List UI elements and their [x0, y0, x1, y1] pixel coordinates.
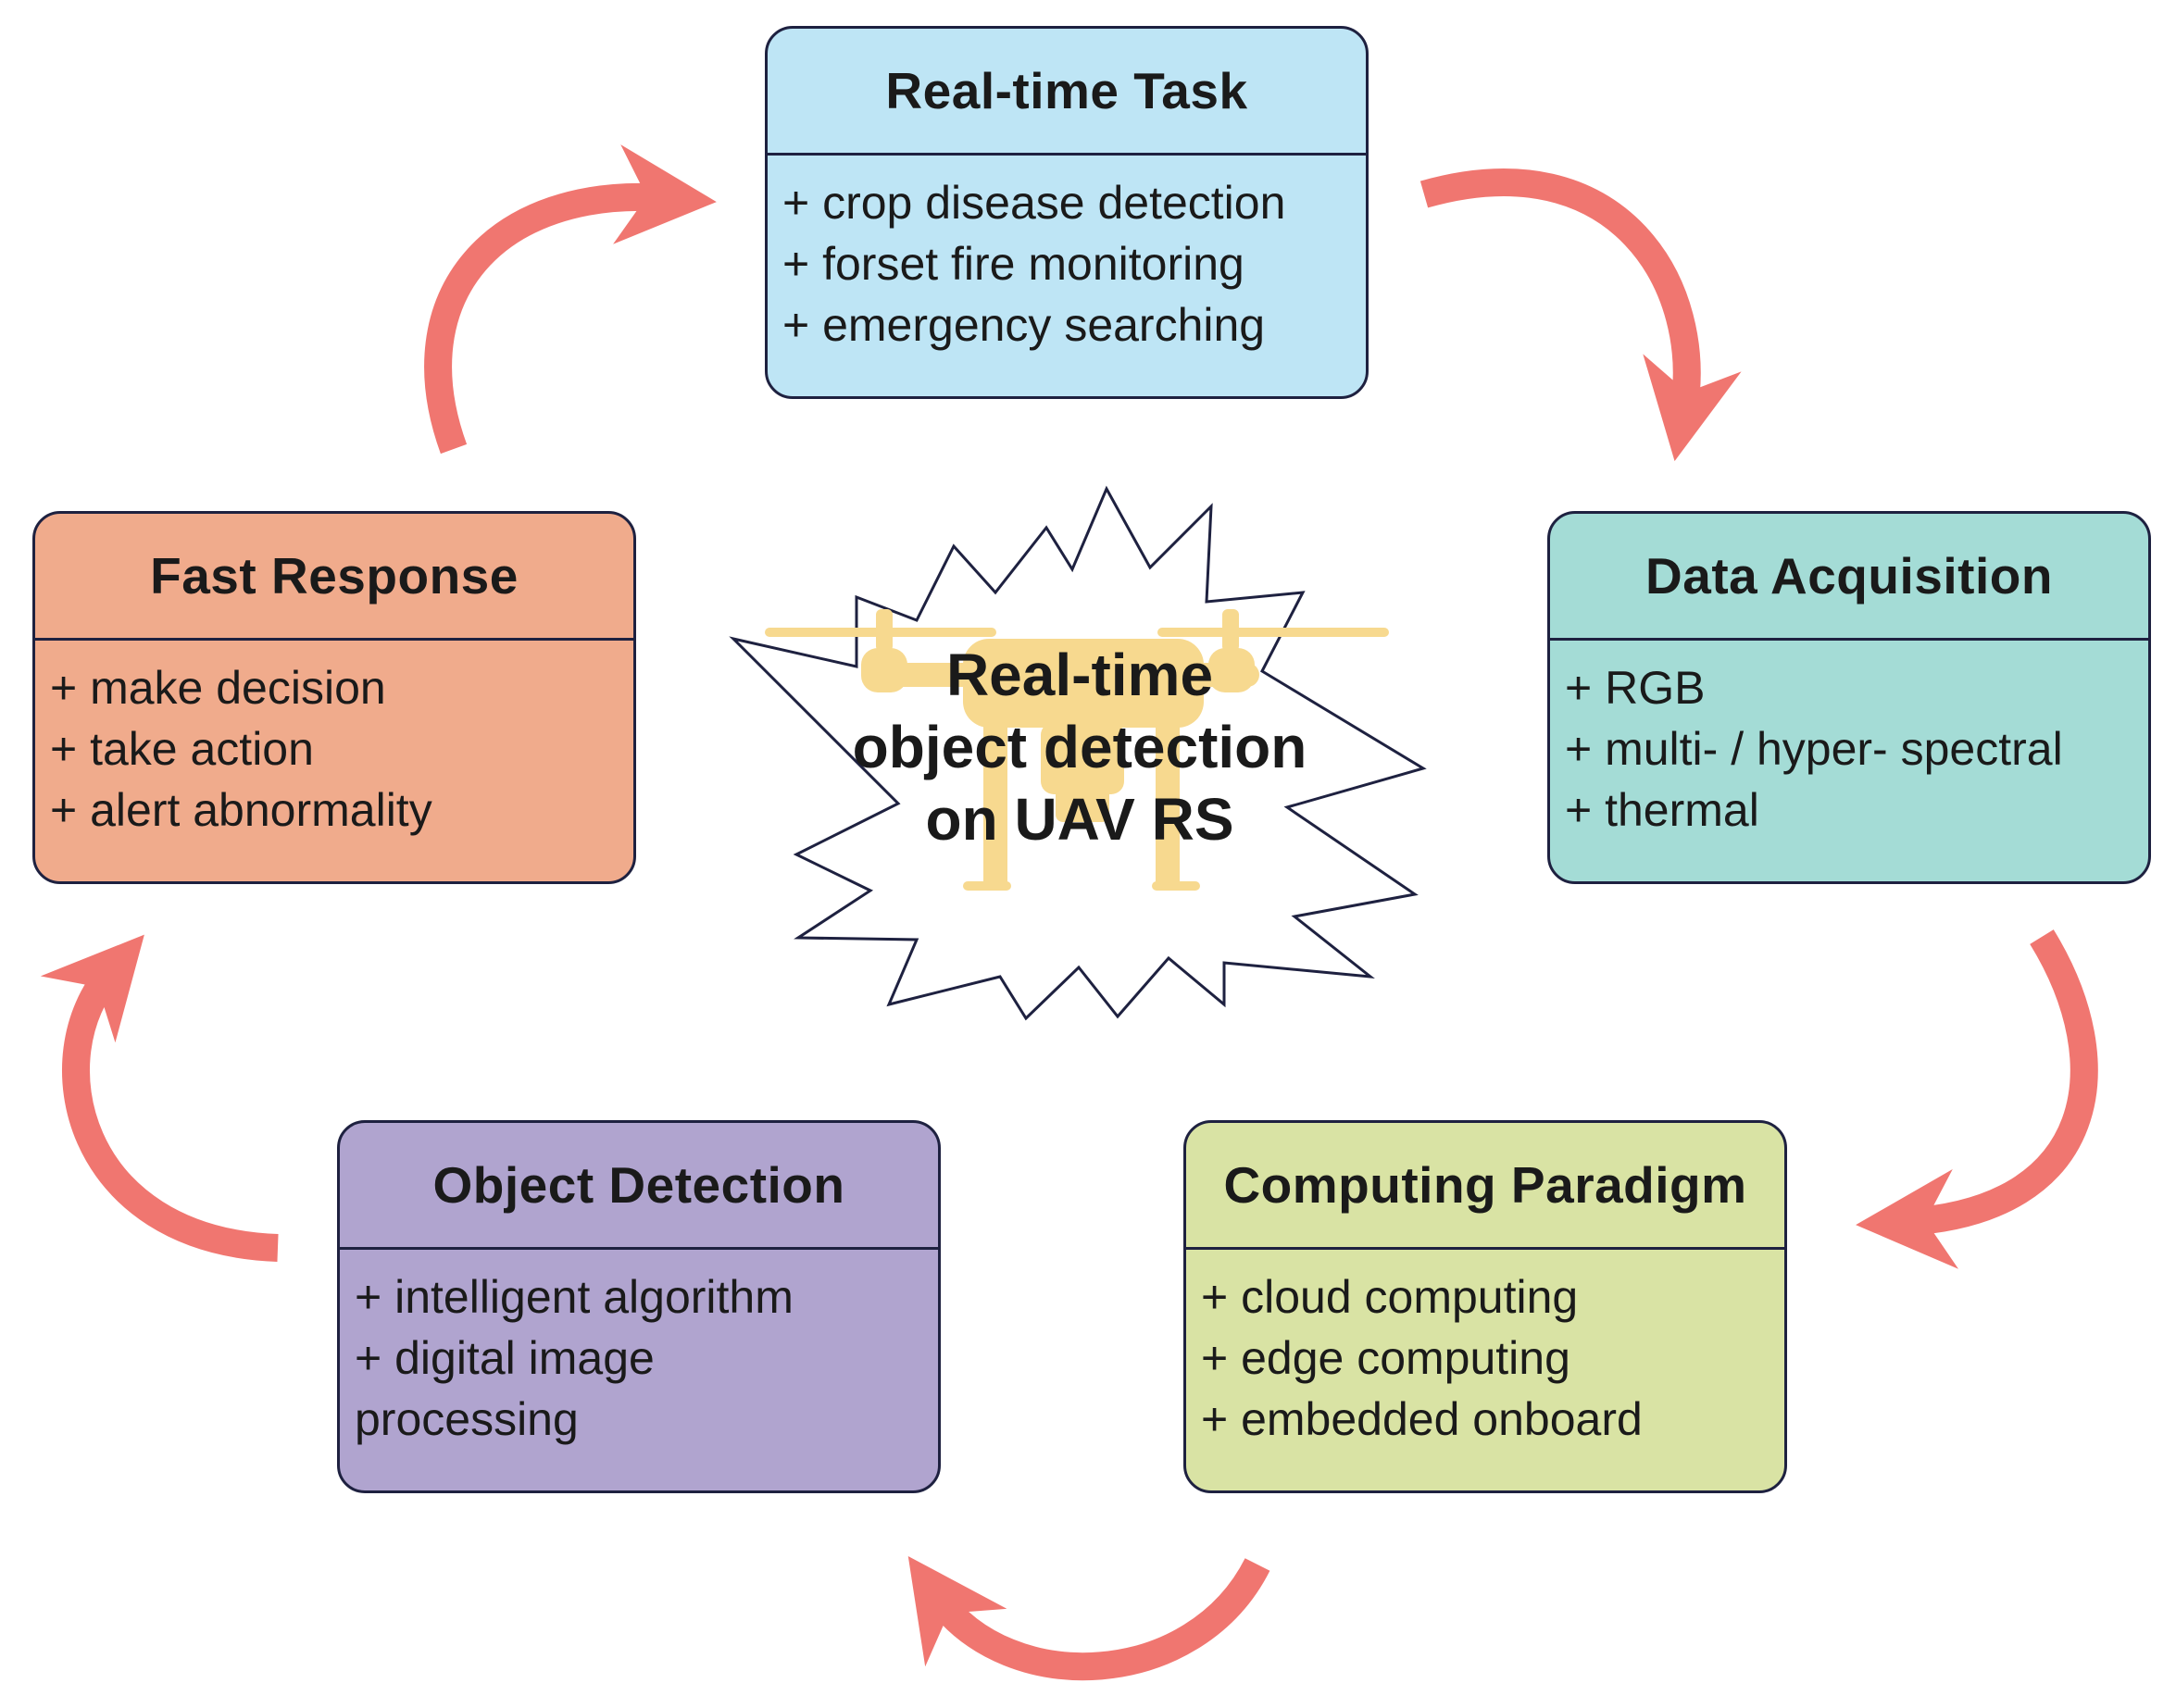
list-item: + RGB: [1565, 662, 1706, 714]
list-item: + emergency searching: [782, 299, 1266, 351]
box-title: Object Detection: [340, 1123, 938, 1250]
list-item: + edge computing: [1201, 1332, 1570, 1384]
list-item: + make decision: [50, 662, 386, 714]
list-item: + multi- / hyper- spectral: [1565, 723, 2063, 775]
curved-arrow-icon: [907, 1555, 1270, 1681]
list-item: + digital image: [355, 1332, 655, 1384]
list-item: + intelligent algorithm: [355, 1271, 794, 1323]
center-label-line: Real-time: [945, 642, 1214, 708]
box-title: Data Acquisition: [1550, 514, 2148, 641]
box-computing-paradigm: Computing Paradigm + cloud computing + e…: [1183, 1120, 1787, 1493]
item-list: + intelligent algorithm + digital image …: [340, 1250, 938, 1450]
box-object-detection: Object Detection + intelligent algorithm…: [337, 1120, 941, 1493]
item-list: + make decision + take action + alert ab…: [35, 641, 633, 841]
item-list: + cloud computing + edge computing + emb…: [1186, 1250, 1784, 1450]
cycle-arrows: [40, 144, 2098, 1681]
box-data-acquisition: Data Acquisition + RGB + multi- / hyper-…: [1547, 511, 2151, 884]
curved-arrow-icon: [1419, 168, 1742, 462]
curved-arrow-icon: [1856, 929, 2098, 1269]
curved-arrow-icon: [424, 144, 717, 455]
list-item: + alert abnormality: [50, 784, 432, 836]
list-item: + take action: [50, 723, 314, 775]
box-realtime-task: Real-time Task + crop disease detection …: [765, 26, 1369, 399]
list-item: + cloud computing: [1201, 1271, 1579, 1323]
list-item: + thermal: [1565, 784, 1759, 836]
item-list: + RGB + multi- / hyper- spectral + therm…: [1550, 641, 2148, 841]
box-title: Fast Response: [35, 514, 633, 641]
center-label-line: on UAV RS: [925, 786, 1234, 853]
drone-icon: [765, 609, 1389, 891]
box-title: Real-time Task: [768, 29, 1366, 156]
center-label-line: object detection: [852, 714, 1307, 780]
box-fast-response: Fast Response + make decision + take act…: [32, 511, 636, 884]
list-item: + crop disease detection: [782, 177, 1286, 229]
list-item: + embedded onboard: [1201, 1393, 1643, 1445]
center-label: Real-time object detection on UAV RS: [802, 639, 1357, 855]
item-list: + crop disease detection + forset fire m…: [768, 156, 1366, 355]
list-item: processing: [355, 1393, 579, 1445]
list-item: + forset fire monitoring: [782, 238, 1244, 290]
curved-arrow-icon: [40, 934, 279, 1262]
box-title: Computing Paradigm: [1186, 1123, 1784, 1250]
